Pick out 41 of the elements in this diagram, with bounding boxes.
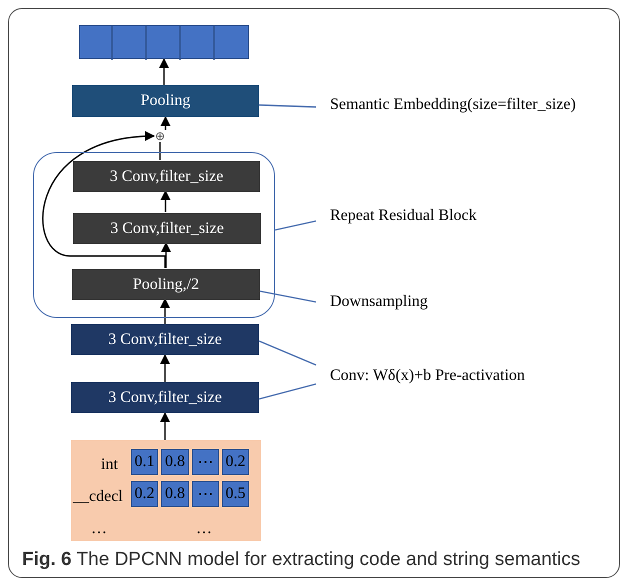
matrix-cell: 0.1 xyxy=(131,449,158,475)
annotation-text: Downsampling xyxy=(330,290,490,314)
token-text: int xyxy=(101,456,118,474)
output-vector xyxy=(79,25,249,59)
layer-box: 3 Conv,filter_size xyxy=(71,324,259,355)
layer-box: 3 Conv,filter_size xyxy=(71,382,259,413)
token-text: __cdecl xyxy=(73,488,123,506)
arrow xyxy=(160,298,170,324)
input-matrix-panel xyxy=(71,440,261,541)
matrix-cell: 0.2 xyxy=(222,449,249,475)
matrix-cell: 0.5 xyxy=(222,481,249,507)
annotation-text: Conv: Wδ(x)+b Pre-activation xyxy=(330,364,590,388)
arrow xyxy=(161,242,171,268)
figure-caption: Fig. 6 The DPCNN model for extracting code and string semantics xyxy=(22,549,580,571)
matrix-cell: 0.2 xyxy=(131,481,158,507)
arrow xyxy=(160,354,170,382)
token-text: … xyxy=(91,520,107,538)
leader-line xyxy=(274,220,316,231)
arrow xyxy=(160,190,170,212)
matrix-cell: 0.8 xyxy=(161,481,189,507)
arrow xyxy=(160,116,170,130)
residual-block-group xyxy=(33,152,275,318)
matrix-cell: 0.8 xyxy=(161,449,189,475)
leader-line xyxy=(258,383,316,400)
token-text: … xyxy=(196,520,212,538)
leader-line xyxy=(258,340,316,366)
leader-line xyxy=(258,104,316,108)
matrix-cell: ⋯ xyxy=(192,449,219,475)
annotation-text: Repeat Residual Block xyxy=(330,204,530,228)
leader-line xyxy=(258,290,316,303)
arrow xyxy=(159,58,169,85)
addition-symbol: ⊕ xyxy=(154,130,166,142)
pooling-layer-box: Pooling xyxy=(72,85,259,117)
skip-connection-arrow xyxy=(42,132,166,268)
layer-box: Pooling,/2 xyxy=(72,269,260,300)
layer-box: 3 Conv,filter_size xyxy=(73,161,260,192)
connector-line xyxy=(159,142,161,160)
layer-box: 3 Conv,filter_size xyxy=(73,213,261,244)
matrix-cell: ⋯ xyxy=(192,481,219,507)
annotation-text: Semantic Embedding(size=filter_size) xyxy=(330,93,620,117)
arrow xyxy=(160,412,170,440)
